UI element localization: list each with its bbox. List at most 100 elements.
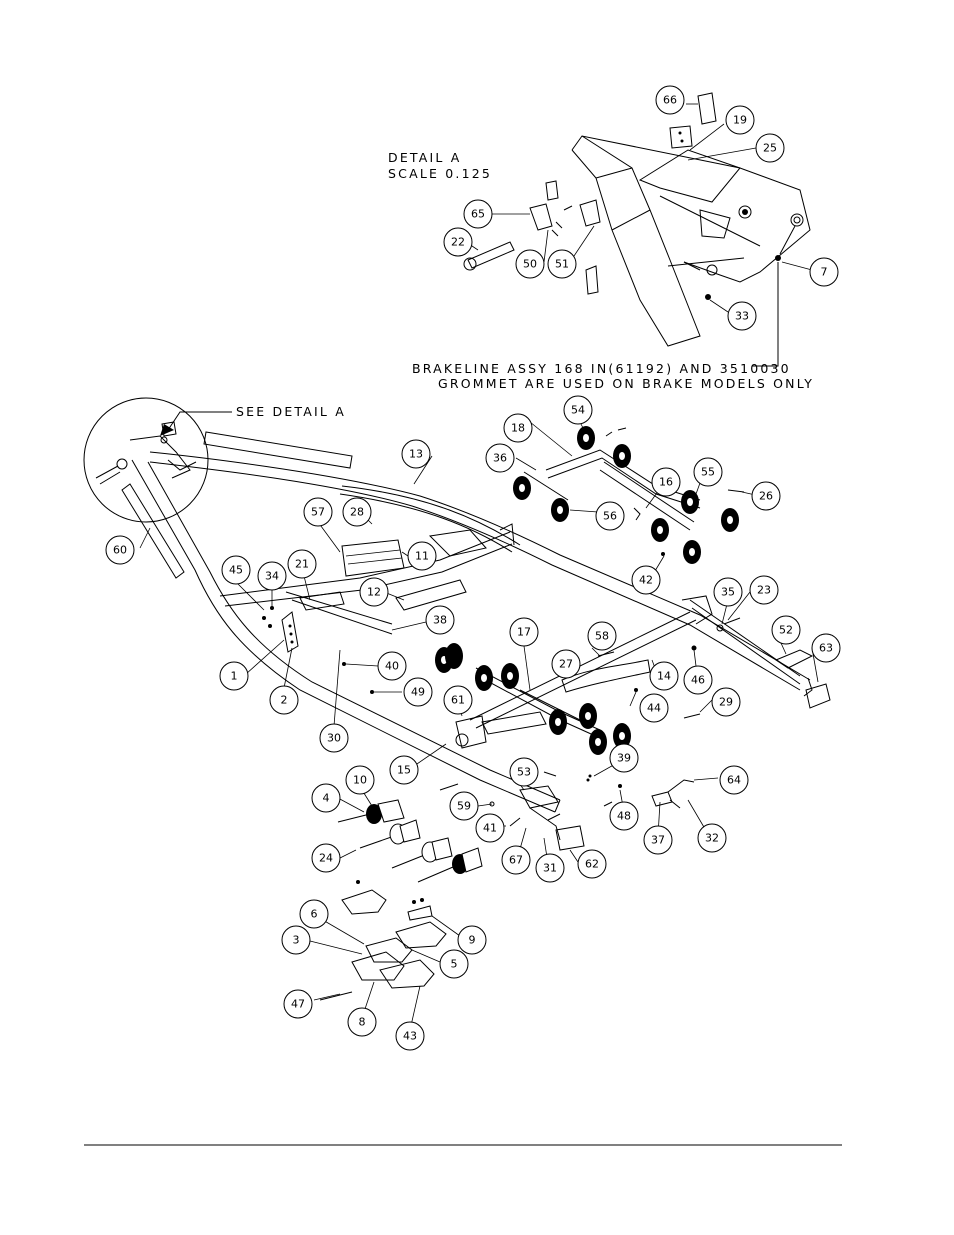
bunk-12 xyxy=(395,579,467,611)
detail-a-view: DETAIL A SCALE 0.125 xyxy=(388,92,811,347)
callout-6: 6 xyxy=(299,899,329,929)
svg-text:38: 38 xyxy=(433,614,447,627)
callout-37: 37 xyxy=(643,825,673,855)
callout-48: 48 xyxy=(609,801,639,831)
callout-9: 9 xyxy=(457,925,487,955)
callout-58: 58 xyxy=(587,621,617,651)
callout-10: 10 xyxy=(345,765,375,795)
svg-text:67: 67 xyxy=(509,854,523,867)
svg-text:2: 2 xyxy=(281,694,288,707)
svg-text:10: 10 xyxy=(353,774,367,787)
callout-17: 17 xyxy=(509,617,539,647)
callout-bubbles: 66 19 25 65 22 50 51 7 33 54 18 13 36 55… xyxy=(105,85,841,1051)
svg-text:32: 32 xyxy=(705,832,719,845)
callout-49: 49 xyxy=(403,677,433,707)
svg-text:64: 64 xyxy=(727,774,741,787)
callout-12: 12 xyxy=(359,577,389,607)
svg-text:58: 58 xyxy=(595,630,609,643)
svg-text:17: 17 xyxy=(517,626,531,639)
svg-text:53: 53 xyxy=(517,766,531,779)
keel-pad-60 xyxy=(121,483,185,579)
callout-26: 26 xyxy=(751,481,781,511)
svg-text:33: 33 xyxy=(735,310,749,323)
callout-15: 15 xyxy=(389,755,419,785)
callout-24: 24 xyxy=(311,843,341,873)
svg-text:27: 27 xyxy=(559,658,573,671)
svg-text:9: 9 xyxy=(469,934,476,947)
roller-wheel xyxy=(435,643,631,755)
svg-text:65: 65 xyxy=(471,208,485,221)
svg-text:57: 57 xyxy=(311,506,325,519)
callout-7: 7 xyxy=(809,257,839,287)
svg-text:56: 56 xyxy=(603,510,617,523)
svg-text:41: 41 xyxy=(483,822,497,835)
svg-text:31: 31 xyxy=(543,862,557,875)
callout-8: 8 xyxy=(347,1007,377,1037)
callout-3: 3 xyxy=(281,925,311,955)
pad-21 xyxy=(299,591,345,611)
callout-14: 14 xyxy=(649,661,679,691)
svg-text:3: 3 xyxy=(293,934,300,947)
svg-text:24: 24 xyxy=(319,852,333,865)
decal-66 xyxy=(697,92,717,125)
callout-33: 33 xyxy=(727,301,757,331)
callout-59: 59 xyxy=(449,791,479,821)
svg-text:30: 30 xyxy=(327,732,341,745)
callout-29: 29 xyxy=(711,687,741,717)
svg-text:16: 16 xyxy=(659,476,673,489)
svg-text:48: 48 xyxy=(617,810,631,823)
decal-strip xyxy=(203,431,353,469)
svg-text:8: 8 xyxy=(359,1016,366,1029)
svg-text:66: 66 xyxy=(663,94,677,107)
svg-text:61: 61 xyxy=(451,694,465,707)
svg-text:52: 52 xyxy=(779,624,793,637)
svg-text:35: 35 xyxy=(721,586,735,599)
callout-27: 27 xyxy=(551,649,581,679)
callout-42: 42 xyxy=(631,565,661,595)
svg-text:13: 13 xyxy=(409,448,423,461)
callout-1: 1 xyxy=(219,661,249,691)
trailer-frame xyxy=(83,397,831,851)
grommet xyxy=(775,255,781,261)
callout-54: 54 xyxy=(563,395,593,425)
callout-63: 63 xyxy=(811,633,841,663)
callout-46: 46 xyxy=(683,665,713,695)
winch-stand xyxy=(281,611,299,653)
svg-text:28: 28 xyxy=(350,506,364,519)
detail-a-circle xyxy=(83,397,209,523)
callout-38: 38 xyxy=(425,605,455,635)
detail-heading-line2: SCALE 0.125 xyxy=(388,166,492,181)
callout-30: 30 xyxy=(319,723,349,753)
bunk-57 xyxy=(341,539,405,577)
loose-parts xyxy=(262,552,741,1001)
winch-plate xyxy=(638,149,741,203)
callout-56: 56 xyxy=(595,501,625,531)
svg-text:15: 15 xyxy=(397,764,411,777)
roller-wheel xyxy=(513,426,739,564)
callout-44: 44 xyxy=(639,693,669,723)
detail-heading-line1: DETAIL A xyxy=(388,150,462,165)
svg-text:44: 44 xyxy=(647,702,661,715)
svg-text:14: 14 xyxy=(657,670,671,683)
callout-40: 40 xyxy=(377,651,407,681)
callout-25: 25 xyxy=(755,133,785,163)
callout-65: 65 xyxy=(463,199,493,229)
callout-66: 66 xyxy=(655,85,685,115)
svg-text:37: 37 xyxy=(651,834,665,847)
svg-text:39: 39 xyxy=(617,752,631,765)
svg-text:1: 1 xyxy=(231,670,238,683)
callout-47: 47 xyxy=(283,989,313,1019)
winch-post-pad xyxy=(529,203,553,231)
callout-57: 57 xyxy=(303,497,333,527)
brakeline-note-line1: BRAKELINE ASSY 168 IN(61192) AND 3510030 xyxy=(412,361,791,376)
post-61 xyxy=(455,715,487,749)
callout-32: 32 xyxy=(697,823,727,853)
callout-28: 28 xyxy=(342,497,372,527)
callout-55: 55 xyxy=(693,457,723,487)
svg-text:23: 23 xyxy=(757,584,771,597)
svg-text:59: 59 xyxy=(457,800,471,813)
callout-19: 19 xyxy=(725,105,755,135)
callout-21: 21 xyxy=(287,549,317,579)
callout-36: 36 xyxy=(485,443,515,473)
